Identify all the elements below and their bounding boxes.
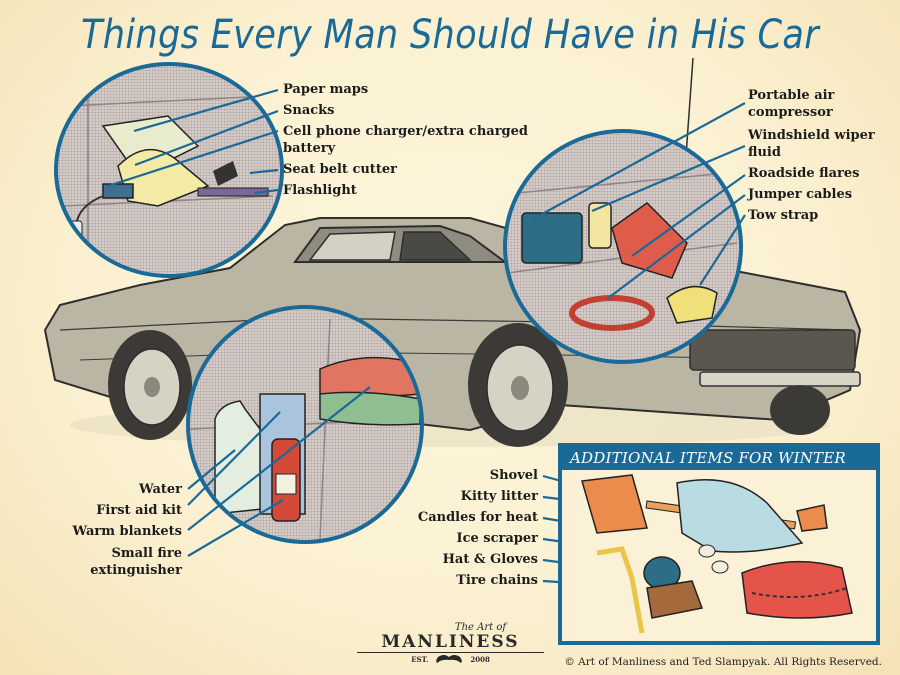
label-water: Water (138, 482, 182, 497)
trunk-items-illustration (507, 172, 738, 331)
label-seat-belt-cutter: Seat belt cutter (283, 162, 397, 177)
label-tire-chains: Tire chains (456, 573, 538, 588)
label-flashlight: Flashlight (283, 183, 357, 198)
label-portable-air-compressor: Portable air compressor (748, 88, 835, 120)
label-cell-phone-charger: Cell phone charger/extra charged battery (283, 124, 528, 156)
glovebox-items-illustration (62, 86, 274, 256)
logo-divider (357, 652, 544, 653)
label-windshield-wiper-fluid: Windshield wiper fluid (748, 128, 875, 160)
label-warm-blankets: Warm blankets (72, 524, 182, 539)
trunk-detail-circle (503, 129, 743, 364)
label-tow-strap: Tow strap (748, 208, 819, 223)
label-hat-gloves: Hat & Gloves (442, 552, 538, 567)
art-of-manliness-logo: The Art of MANLINESS EST. 2008 (357, 622, 544, 667)
label-jumper-cables: Jumper cables (748, 187, 853, 202)
winter-items-illustration (581, 474, 853, 634)
logo-name: MANLINESS (381, 632, 520, 652)
logo-est-label: EST. (411, 654, 429, 664)
copyright-notice: © Art of Manliness and Ted Slampyak. All… (564, 656, 882, 668)
winter-box-heading: ADDITIONAL ITEMS FOR WINTER (562, 447, 876, 470)
label-snacks: Snacks (283, 103, 335, 118)
label-small-fire-extinguisher: Small fire extinguisher (90, 546, 182, 578)
logo-tagline: The Art of (454, 622, 507, 633)
label-first-aid-kit: First aid kit (96, 503, 182, 518)
backseat-detail-circle (186, 305, 424, 544)
backseat-items-illustration (190, 318, 420, 540)
logo-established: EST. 2008 (357, 654, 544, 664)
glovebox-detail-circle (54, 62, 284, 278)
label-candles-for-heat: Candles for heat (417, 510, 538, 525)
mustache-icon (434, 654, 464, 664)
label-roadside-flares: Roadside flares (748, 166, 860, 181)
logo-est-year: 2008 (470, 654, 490, 664)
label-shovel: Shovel (489, 468, 538, 483)
page-title: Things Every Man Should Have in His Car (81, 12, 819, 58)
label-ice-scraper: Ice scraper (456, 531, 538, 546)
label-paper-maps: Paper maps (283, 82, 369, 97)
winter-items-box: ADDITIONAL ITEMS FOR WINTER (558, 443, 880, 645)
label-kitty-litter: Kitty litter (460, 489, 538, 504)
